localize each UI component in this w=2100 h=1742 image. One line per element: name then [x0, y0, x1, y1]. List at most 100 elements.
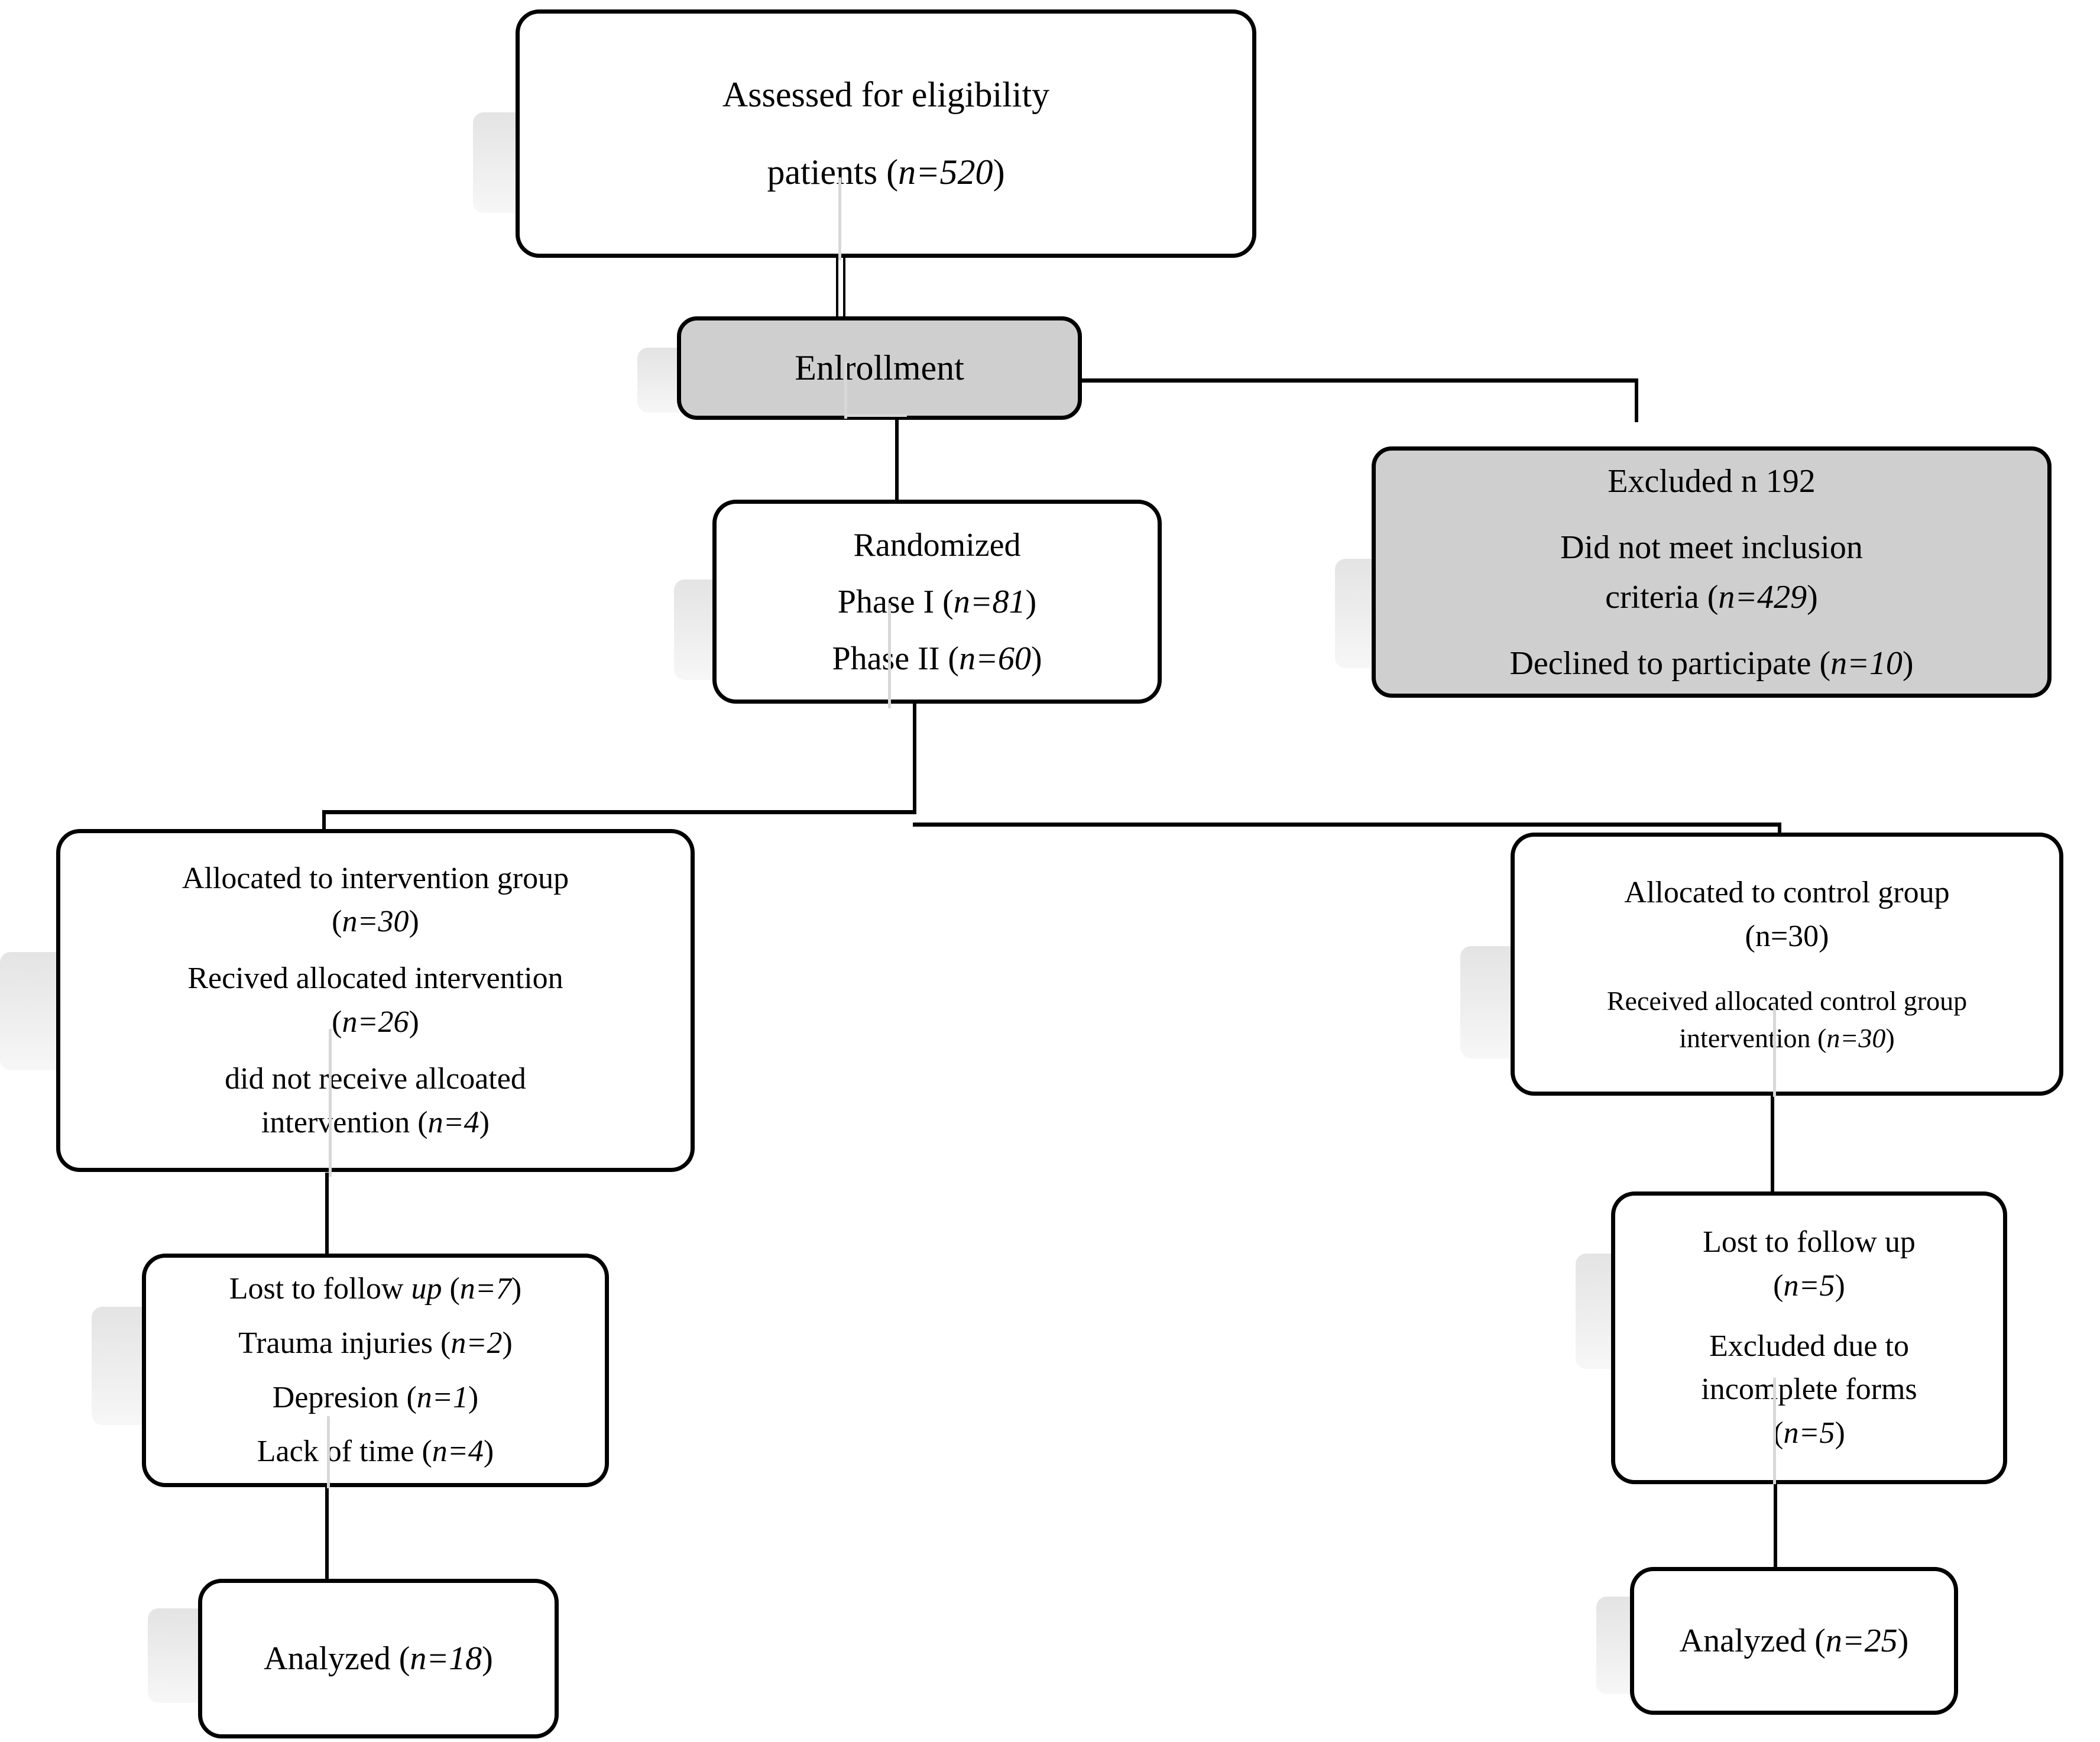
- control-alloc-line-3: Received allocated control group: [1606, 985, 1968, 1016]
- excluded-line-3-post: ): [1807, 578, 1818, 616]
- excluded-line-3-n: n=429: [1718, 578, 1807, 616]
- control-analyzed-post: ): [1897, 1623, 1909, 1659]
- enrollment-label: Enlrollment: [795, 348, 964, 387]
- excluded-line-1: Excluded n 192: [1608, 462, 1816, 500]
- node-excluded[interactable]: Excluded n 192 Did not meet inclusion cr…: [1372, 446, 2052, 698]
- intervention-analyzed-post: ): [482, 1640, 493, 1677]
- control-lost-line-3: Excluded due to: [1709, 1329, 1909, 1363]
- connector-control-alloc-to-lost: [1771, 1094, 1774, 1228]
- connector-intervention-alloc-to-lost: [325, 1173, 329, 1308]
- eligibility-line-2: patients (n=520): [528, 145, 1244, 200]
- control-alloc-line-4-n: n=30: [1826, 1023, 1886, 1054]
- control-analyzed-pre: Analyzed (: [1679, 1623, 1826, 1659]
- randomized-line-2-n: n=81: [953, 583, 1026, 620]
- intervention-lost-line-3-n: n=1: [416, 1380, 468, 1414]
- control-lost-line-2-close: ): [1835, 1268, 1845, 1303]
- connector-intervention-lost-to-analyzed: [325, 1484, 329, 1608]
- intervention-alloc-line-6-post: ): [479, 1105, 490, 1139]
- randomized-line-3: Phase II (n=60): [725, 634, 1149, 684]
- intervention-alloc-line-2-n: n=30: [342, 905, 409, 939]
- control-lost-line-4: incomplete forms: [1701, 1372, 1917, 1407]
- randomized-line-3-pre: Phase II (: [832, 640, 960, 677]
- intervention-alloc-line-6-pre: intervention (: [261, 1105, 428, 1139]
- intervention-alloc-line-5: did not receive allcoated: [225, 1061, 526, 1096]
- excluded-line-3: criteria (n=429): [1384, 572, 2039, 622]
- control-alloc-line-4-post: ): [1885, 1023, 1895, 1054]
- intervention-alloc-line-2: (n=30): [69, 900, 682, 944]
- connector-eligibility-to-enrollment: [836, 248, 838, 318]
- node-randomized[interactable]: Randomized Phase I (n=81) Phase II (n=60…: [712, 500, 1162, 704]
- excluded-line-4-pre: Declined to participate (: [1509, 645, 1831, 682]
- control-alloc-line-1: Allocated to control group: [1624, 876, 1950, 910]
- intervention-lost-line-4-n: n=4: [432, 1435, 484, 1469]
- intervention-lost-line-3-post: ): [468, 1380, 479, 1414]
- control-lost-line-2-open: (: [1773, 1268, 1784, 1303]
- node-control-allocation[interactable]: Allocated to control group (n=30) Receiv…: [1511, 833, 2063, 1096]
- intervention-lost-line-3: Depresion (n=1): [154, 1376, 597, 1420]
- connector-enrollment-to-excluded-drop: [1635, 378, 1638, 422]
- randomized-line-3-n: n=60: [959, 640, 1031, 677]
- control-lost-line-5-n: n=5: [1783, 1416, 1835, 1450]
- intervention-alloc-line-6-n: n=4: [427, 1105, 479, 1139]
- randomized-line-3-post: ): [1030, 640, 1042, 677]
- intervention-alloc-line-2-close: ): [409, 905, 419, 939]
- node-assessed-for-eligibility[interactable]: Assessed for eligibility patients (n=520…: [516, 9, 1256, 258]
- control-analyzed-n: n=25: [1825, 1623, 1898, 1659]
- intervention-lost-line-4: Lack of time (n=4): [154, 1430, 597, 1474]
- randomized-line-2-pre: Phase I (: [837, 583, 954, 620]
- intervention-lost-line-1-n: n=7: [459, 1271, 511, 1306]
- intervention-lost-line-1: Lost to follow up (n=7): [154, 1267, 597, 1311]
- connector-randomized-stem: [913, 704, 916, 811]
- intervention-lost-line-1-post: ): [511, 1271, 522, 1306]
- node-intervention-analyzed[interactable]: Analyzed (n=18): [198, 1579, 559, 1738]
- intervention-analyzed-pre: Analyzed (: [264, 1640, 410, 1677]
- intervention-lost-line-1-mid: (: [442, 1271, 460, 1306]
- control-lost-line-5-open: (: [1773, 1416, 1784, 1450]
- control-analyzed-text: Analyzed (n=25): [1642, 1616, 1946, 1666]
- connector-enrollment-to-randomized: [895, 417, 899, 500]
- node-control-analyzed[interactable]: Analyzed (n=25): [1630, 1567, 1958, 1715]
- intervention-lost-line-1-it: up: [411, 1271, 442, 1306]
- eligibility-line-1: Assessed for eligibility: [722, 75, 1050, 114]
- node-intervention-allocation[interactable]: Allocated to intervention group (n=30) R…: [56, 829, 695, 1172]
- intervention-alloc-line-4-open: (: [332, 1005, 342, 1039]
- intervention-alloc-line-1: Allocated to intervention group: [182, 861, 569, 895]
- connector-split-left: [322, 810, 916, 814]
- connector-split-right: [913, 823, 1781, 827]
- intervention-alloc-line-4: (n=26): [69, 1000, 682, 1044]
- intervention-lost-line-2-pre: Trauma injuries (: [238, 1326, 451, 1360]
- control-alloc-line-2: (n=30): [1745, 919, 1829, 954]
- node-intervention-lost-to-followup[interactable]: Lost to follow up (n=7) Trauma injuries …: [142, 1254, 609, 1487]
- intervention-lost-line-4-pre: Lack of time (: [257, 1435, 432, 1469]
- randomized-line-2: Phase I (n=81): [725, 577, 1149, 627]
- intervention-lost-line-2-n: n=2: [451, 1326, 503, 1360]
- control-lost-line-2-n: n=5: [1783, 1268, 1835, 1303]
- node-enrollment[interactable]: Enlrollment: [677, 316, 1082, 420]
- intervention-analyzed-n: n=18: [410, 1640, 482, 1677]
- control-lost-line-1: Lost to follow up: [1703, 1225, 1916, 1259]
- excluded-line-4-n: n=10: [1830, 645, 1903, 682]
- intervention-lost-line-4-post: ): [483, 1435, 494, 1469]
- control-lost-line-5-close: ): [1835, 1416, 1845, 1450]
- intervention-alloc-line-3: Recived allocated intervention: [187, 961, 563, 996]
- intervention-lost-line-2-post: ): [502, 1326, 513, 1360]
- intervention-lost-line-1-pre: Lost to follow: [229, 1271, 411, 1306]
- randomized-line-1: Randomized: [853, 526, 1021, 564]
- excluded-line-3-pre: criteria (: [1605, 578, 1719, 616]
- intervention-alloc-line-2-open: (: [332, 905, 342, 939]
- intervention-alloc-line-4-close: ): [409, 1005, 419, 1039]
- intervention-alloc-line-4-n: n=26: [342, 1005, 409, 1039]
- randomized-line-2-post: ): [1025, 583, 1037, 620]
- node-control-lost-to-followup[interactable]: Lost to follow up (n=5) Excluded due to …: [1611, 1191, 2007, 1484]
- connector-enrollment-to-excluded-horizontal: [1080, 378, 1638, 383]
- intervention-lost-line-2: Trauma injuries (n=2): [154, 1322, 597, 1365]
- excluded-line-4-post: ): [1902, 645, 1914, 682]
- eligibility-line-2-pre: patients (: [767, 153, 899, 192]
- intervention-alloc-line-6: intervention (n=4): [69, 1101, 682, 1145]
- control-lost-line-2: (n=5): [1623, 1264, 1995, 1308]
- intervention-analyzed-text: Analyzed (n=18): [210, 1634, 546, 1683]
- eligibility-line-2-post: ): [993, 153, 1005, 192]
- eligibility-line-2-n: n=520: [898, 153, 993, 192]
- control-alloc-line-4: intervention (n=30): [1523, 1019, 2051, 1057]
